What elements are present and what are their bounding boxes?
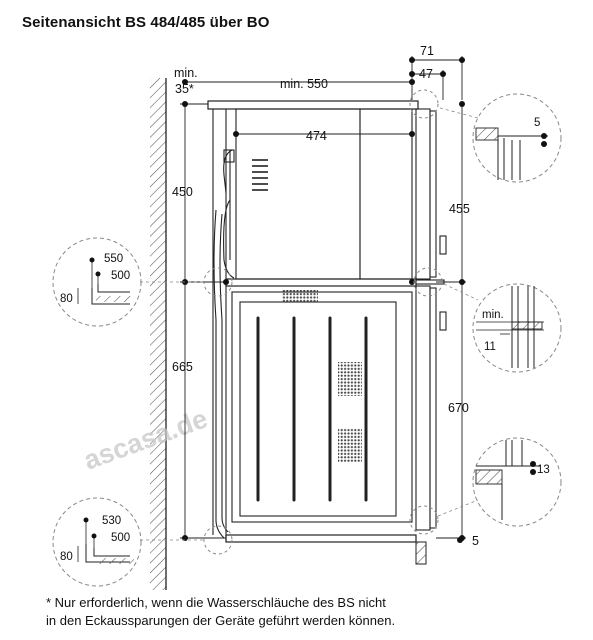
- dim-min-550: min. 550: [280, 77, 328, 91]
- dimension-markers: [182, 57, 465, 543]
- dim-670: 670: [448, 401, 469, 415]
- detail-left-upper: 550 500 80: [52, 237, 205, 327]
- detail-reference-circles: [203, 89, 443, 555]
- dimension-lines: [180, 56, 466, 539]
- detail-top-right: 5: [439, 93, 562, 183]
- upper-appliance: [223, 108, 413, 280]
- wall: [150, 78, 167, 590]
- detail-middle-right-min: min.: [482, 309, 504, 321]
- upper-appliance-vents: [252, 159, 268, 191]
- footnote-line-2: in den Eckaussparungen der Geräte geführ…: [46, 613, 396, 628]
- dim-455: 455: [449, 202, 470, 216]
- watermark: ascasa.de: [80, 403, 212, 475]
- dim-665: 665: [172, 360, 193, 374]
- dim-min-label: min.: [174, 66, 198, 80]
- dim-474: 474: [306, 129, 327, 143]
- detail-top-right-5: 5: [534, 117, 540, 129]
- dim-47: 47: [419, 67, 433, 81]
- dim-450: 450: [172, 185, 193, 199]
- detail-bottom-right: 13: [437, 437, 562, 527]
- detail-left-lower-80: 80: [60, 551, 73, 563]
- oven-side-vent-lower: [338, 428, 362, 462]
- detail-middle-right-11: 11: [484, 341, 496, 353]
- appliance-fronts: [415, 108, 447, 531]
- cabinet-top-board: [207, 100, 419, 110]
- detail-left-lower-530: 530: [102, 515, 121, 527]
- cabinet-back-panel: [212, 109, 227, 542]
- oven-top-vent: [282, 290, 318, 302]
- detail-bottom-right-13: 13: [537, 464, 550, 476]
- oven-side-vent-upper: [338, 362, 362, 396]
- detail-left-upper-550: 550: [104, 253, 123, 265]
- detail-left-lower: 530 500 80: [52, 497, 205, 587]
- dim-71: 71: [420, 44, 434, 58]
- footnote: * Nur erforderlich, wenn die Wasserschlä…: [46, 594, 395, 630]
- dim-5-bottom: 5: [472, 534, 479, 548]
- oven-shelf-rails: [256, 316, 368, 502]
- detail-left-upper-500: 500: [111, 270, 130, 282]
- detail-left-upper-80: 80: [60, 293, 73, 305]
- diagram-title: Seitenansicht BS 484/485 über BO: [22, 14, 270, 31]
- cabinet-middle-board: [225, 278, 417, 287]
- footnote-line-1: * Nur erforderlich, wenn die Wasserschlä…: [46, 595, 386, 610]
- cabinet-bottom-board: [225, 534, 417, 543]
- dim-min-35: 35*: [175, 82, 194, 96]
- plinth: [415, 541, 427, 565]
- water-hoses: [213, 209, 229, 539]
- detail-left-lower-500: 500: [111, 532, 130, 544]
- detail-middle-right: min. 11: [443, 283, 562, 373]
